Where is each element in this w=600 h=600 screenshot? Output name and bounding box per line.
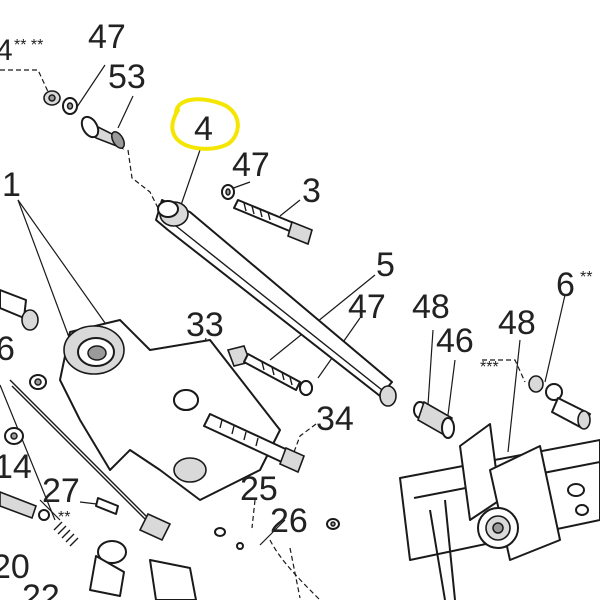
bracket-right (399, 423, 600, 600)
washers-mid (173, 380, 313, 411)
label-20: 20 (0, 548, 30, 586)
label-4-top-left: 4 (0, 34, 13, 67)
small-parts-bottom (95, 497, 340, 600)
label-6-top-right: 6 (556, 266, 575, 304)
hardware-6-right (528, 375, 591, 430)
lever-arm-4 (155, 199, 397, 407)
label-53: 53 (108, 58, 146, 96)
label-48-b: 48 (498, 304, 536, 342)
label-47-top: 47 (88, 18, 126, 56)
label-4-stars: ** ** (14, 37, 43, 54)
spring-20 (53, 521, 127, 597)
label-27-stars: ** (58, 509, 70, 526)
label-25: 25 (240, 470, 278, 508)
label-1: 1 (2, 166, 21, 204)
label-22: 22 (22, 578, 60, 600)
cable-chain (9, 379, 321, 600)
left-edge-parts (0, 289, 50, 521)
nut-washer-top-left (43, 90, 78, 115)
label-47-mid: 47 (232, 146, 270, 184)
label-3: 3 (302, 172, 321, 210)
label-46: 46 (436, 322, 474, 360)
label-4-highlighted: 4 (194, 110, 213, 148)
bushing-46-48 (413, 400, 455, 439)
label-26: 26 (270, 502, 308, 540)
bushing-53 (80, 115, 125, 150)
label-27: 27 (42, 472, 80, 510)
label-33: 33 (186, 306, 224, 344)
label-6-left: 6 (0, 330, 15, 368)
bolt-34 (203, 413, 306, 474)
bolt-3 (221, 184, 313, 246)
label-46-stars: *** (480, 359, 499, 376)
label-48-a: 48 (412, 288, 450, 326)
label-5: 5 (376, 246, 395, 284)
callout-labels: 4 ** ** 47 53 4 47 3 1 5 6 ** 33 47 48 4… (0, 18, 592, 600)
label-6-stars: ** (580, 269, 592, 286)
label-47-right: 47 (348, 288, 386, 326)
highlight-circle (170, 97, 240, 151)
label-14: 14 (0, 448, 32, 486)
label-34: 34 (316, 400, 354, 438)
